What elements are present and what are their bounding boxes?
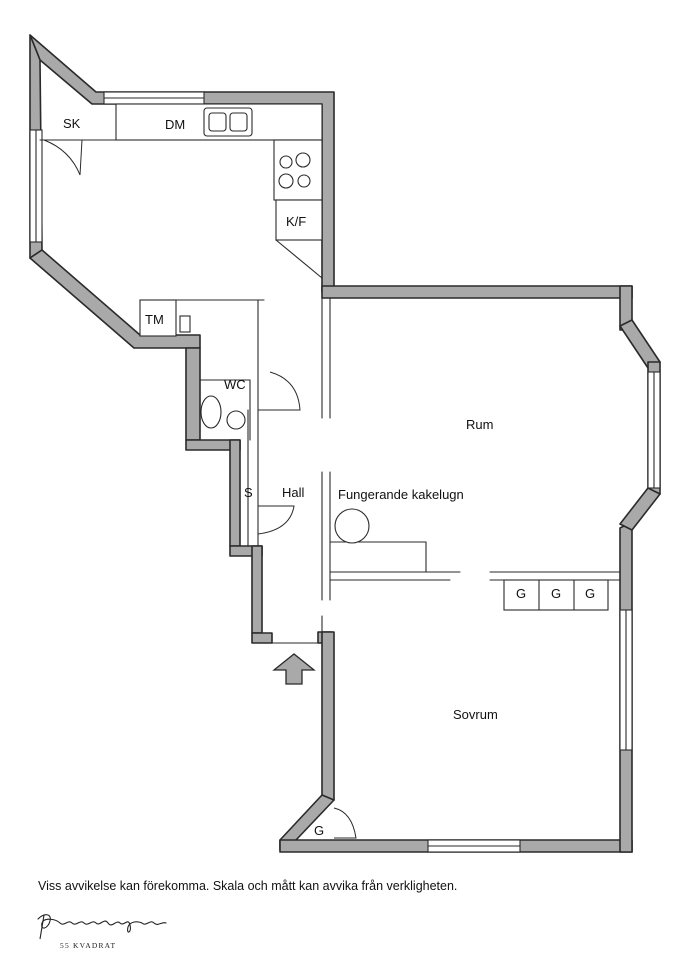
sovrum-closet-door (333, 807, 357, 839)
room-label-rum: Rum (466, 417, 493, 432)
room-label-sk: SK (63, 116, 81, 131)
brand-signature-logo (37, 914, 167, 940)
closet-row (503, 579, 609, 611)
closet-label-4: G (314, 823, 324, 838)
wall-bay-top (619, 319, 661, 369)
wall-sovrum-left (321, 631, 335, 801)
fridge-door-diagonal (275, 239, 323, 279)
brand-subtitle: 55 KVADRAT (60, 941, 117, 950)
stove-burner-4 (297, 174, 311, 188)
room-label-hall: Hall (282, 485, 305, 500)
wall-s-left (229, 439, 241, 547)
fridge-freezer (275, 199, 323, 241)
room-label-s: S (244, 485, 253, 500)
windows (29, 91, 661, 853)
wc-toilet (200, 395, 222, 429)
room-label-dm: DM (165, 117, 185, 132)
kitchen-counter-right (273, 139, 323, 201)
sk-door-swing (43, 139, 83, 176)
wc-sink (226, 410, 246, 430)
room-label-tm: TM (145, 312, 164, 327)
kitchen-sink-basin-1 (208, 112, 227, 132)
tm-washer (139, 299, 177, 337)
room-label-kf: K/F (286, 214, 306, 229)
room-label-sovrum: Sovrum (453, 707, 498, 722)
wall-rum-top (321, 285, 633, 299)
kitchen-sink-basin-2 (229, 112, 248, 132)
stove-burner-1 (279, 155, 293, 169)
closet-label-3: G (585, 586, 595, 601)
hall-door-swing (257, 505, 295, 535)
room-label-kakelugn: Fungerande kakelugn (338, 487, 464, 502)
outer-walls (29, 34, 661, 853)
floor-plan: SK DM K/F TM WC S Hall Rum Fungerande ka… (29, 34, 661, 853)
room-label-wc: WC (224, 377, 246, 392)
kakelugn-stove (334, 508, 370, 544)
stove-burner-3 (278, 173, 294, 189)
wc-door-swing (258, 371, 301, 411)
closet-label-2: G (551, 586, 561, 601)
wall-bay-bottom (619, 487, 661, 531)
tm-shelf (179, 315, 191, 333)
closet-label-1: G (516, 586, 526, 601)
wall-entry-left (251, 545, 263, 634)
wall-entry-stub-left (251, 632, 273, 644)
disclaimer-text: Viss avvikelse kan förekomma. Skala och … (38, 879, 458, 893)
wall-wc-left (185, 347, 201, 441)
wall-kitchen-diagonal (29, 249, 201, 349)
stove-burner-2 (295, 152, 311, 168)
interior-walls (39, 103, 621, 839)
entrance-arrow-icon (272, 653, 316, 685)
